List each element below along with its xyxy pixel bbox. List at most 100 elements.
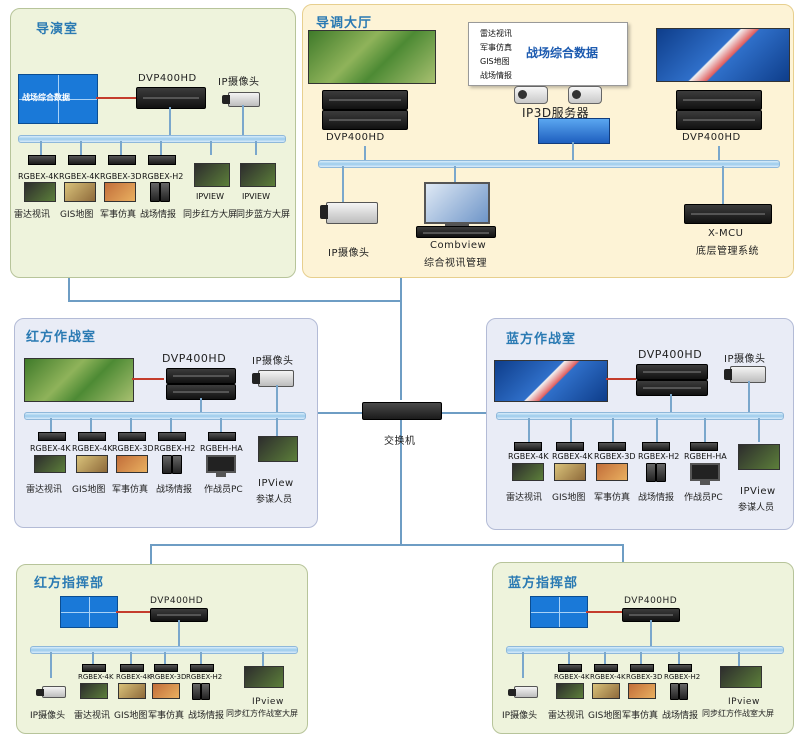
link-bluecmd-v <box>622 544 624 564</box>
blue-cmd-ipview-desc: 同步红方作战室大屏 <box>702 709 774 718</box>
blue-room-drop-1 <box>528 418 530 442</box>
red-cmd-source-4: 军事仿真 <box>148 711 185 721</box>
blue-cmd-source-5: 战场情报 <box>662 711 699 721</box>
hall-left-map <box>308 30 436 84</box>
blue-room-drop-2 <box>570 418 572 442</box>
hall-camera <box>320 202 378 224</box>
red-room-source-3: 军事仿真 <box>112 485 149 495</box>
red-room-pc-2 <box>172 455 182 474</box>
red-room-thumb-2 <box>76 455 108 473</box>
blue-cmd-source-4: 军事仿真 <box>622 711 659 721</box>
red-room-ipview-desc: 参谋人员 <box>256 495 293 505</box>
blue-room-source-1: 雷达视讯 <box>506 493 543 503</box>
blue-room-source-2: GIS地图 <box>552 493 586 503</box>
red-room-ipview-thumb <box>258 436 298 462</box>
director-source-5: 同步红方大屏 <box>183 210 238 220</box>
blue-cmd-encoder-2: RGBEX-4K <box>590 673 626 681</box>
director-camera-label: IP摄像头 <box>218 77 260 88</box>
blue-room-encoder-box-5 <box>690 442 718 451</box>
director-encoder-box-3 <box>108 155 136 165</box>
red-cmd-source-1: IP摄像头 <box>30 711 66 721</box>
director-drop-3 <box>120 141 122 155</box>
blue-room-thumb-1 <box>512 463 544 481</box>
blue-cmd-video-wall <box>530 596 588 628</box>
director-wall-text: 战场综合数据 <box>22 93 70 102</box>
blue-room-map <box>494 360 608 402</box>
blue-room-source-4: 战场情报 <box>638 493 675 503</box>
red-cmd-source-2: 雷达视讯 <box>74 711 111 721</box>
blue-cmd-source-2: 雷达视讯 <box>548 711 585 721</box>
director-dvp-drop <box>169 107 171 135</box>
link-hall-switch <box>400 275 402 400</box>
red-room-pc-1 <box>162 455 172 474</box>
red-cmd-dvp-label: DVP400HD <box>150 596 204 606</box>
panel-blue-room <box>486 318 794 530</box>
red-cmd-dvp-drop <box>178 620 180 646</box>
blue-room-source-5: 作战员PC <box>684 493 723 503</box>
red-room-ipview-name: IPView <box>258 478 294 489</box>
director-encoder-box-2 <box>68 155 96 165</box>
blue-room-ipview-thumb <box>738 444 780 470</box>
blue-cmd-thumb-3 <box>628 683 656 699</box>
hall-xmcu-desc: 底层管理系统 <box>696 246 759 257</box>
panel-title-red-cmd: 红方指挥部 <box>34 576 105 591</box>
blue-room-pc-1 <box>646 463 656 482</box>
blue-room-encoder-box-4 <box>642 442 670 451</box>
red-cmd-ipview-name: IPview <box>252 697 284 707</box>
red-room-encoder-2: RGBEX-4K <box>72 444 113 453</box>
red-room-dvp-drop <box>200 398 202 412</box>
blue-room-thumb-2 <box>554 463 586 481</box>
red-room-operator-monitor <box>206 455 236 477</box>
hall-screen-item-4: 战场情报 <box>480 71 512 80</box>
director-source-2: GIS地图 <box>60 210 94 220</box>
red-cmd-drop-6 <box>262 652 264 666</box>
red-room-encoder-5: RGBEH-HA <box>200 444 243 453</box>
hall-projector-2 <box>568 86 602 104</box>
core-switch <box>362 402 442 420</box>
hall-ip3d-drop <box>572 142 574 160</box>
blue-cmd-encoder-box-3 <box>630 664 654 672</box>
hall-screen-item-2: 军事仿真 <box>480 43 512 52</box>
director-camera-drop <box>242 105 244 135</box>
red-room-encoder-box-2 <box>78 432 106 441</box>
blue-room-thumb-3 <box>596 463 628 481</box>
blue-cmd-pc-2 <box>679 683 688 700</box>
red-room-camera-label: IP摄像头 <box>252 356 294 367</box>
red-cmd-encoder-4: RGBEX-H2 <box>186 673 223 681</box>
blue-cmd-encoder-box-2 <box>594 664 618 672</box>
hall-left-dvp-1 <box>322 90 408 110</box>
director-encoder-6: IPVIEW <box>242 192 270 201</box>
director-encoder-3: RGBEX-3D <box>100 172 142 181</box>
hall-ip3d-label: IP3D服务器 <box>522 106 590 120</box>
hall-xmcu-name: X-MCU <box>708 228 744 239</box>
red-room-drop-5 <box>220 418 222 432</box>
link-blue-switch <box>420 412 500 414</box>
director-encoder-2: RGBEX-4K <box>59 172 100 181</box>
director-encoder-box-4 <box>148 155 176 165</box>
blue-cmd-drop-4 <box>640 652 642 664</box>
blue-cmd-pc-1 <box>670 683 679 700</box>
blue-cmd-encoder-box-1 <box>558 664 582 672</box>
blue-room-map-link <box>606 378 636 380</box>
red-cmd-camera <box>36 686 66 698</box>
blue-room-ipview-desc: 参谋人员 <box>738 503 775 513</box>
red-room-drop-3 <box>130 418 132 432</box>
director-source-4: 战场情报 <box>140 210 177 220</box>
hall-right-dvp-label: DVP400HD <box>682 132 741 143</box>
blue-room-encoder-2: RGBEX-4K <box>552 452 593 461</box>
blue-cmd-encoder-4: RGBEX-H2 <box>664 673 701 681</box>
hall-right-map <box>656 28 790 82</box>
red-cmd-source-3: GIS地图 <box>114 711 148 721</box>
blue-cmd-encoder-box-4 <box>668 664 692 672</box>
hall-xmcu-drop <box>722 166 724 204</box>
blue-room-dvp-drop <box>670 394 672 412</box>
hall-left-dvp-2 <box>322 110 408 130</box>
director-drop-6 <box>255 141 257 155</box>
red-cmd-wall-link <box>116 611 150 613</box>
director-thumb-ipview-2 <box>240 163 276 187</box>
blue-cmd-thumb-2 <box>592 683 620 699</box>
red-cmd-pc-2 <box>201 683 210 700</box>
blue-room-encoder-4: RGBEX-H2 <box>638 452 680 461</box>
red-cmd-encoder-box-2 <box>120 664 144 672</box>
hall-right-drop <box>718 146 720 160</box>
